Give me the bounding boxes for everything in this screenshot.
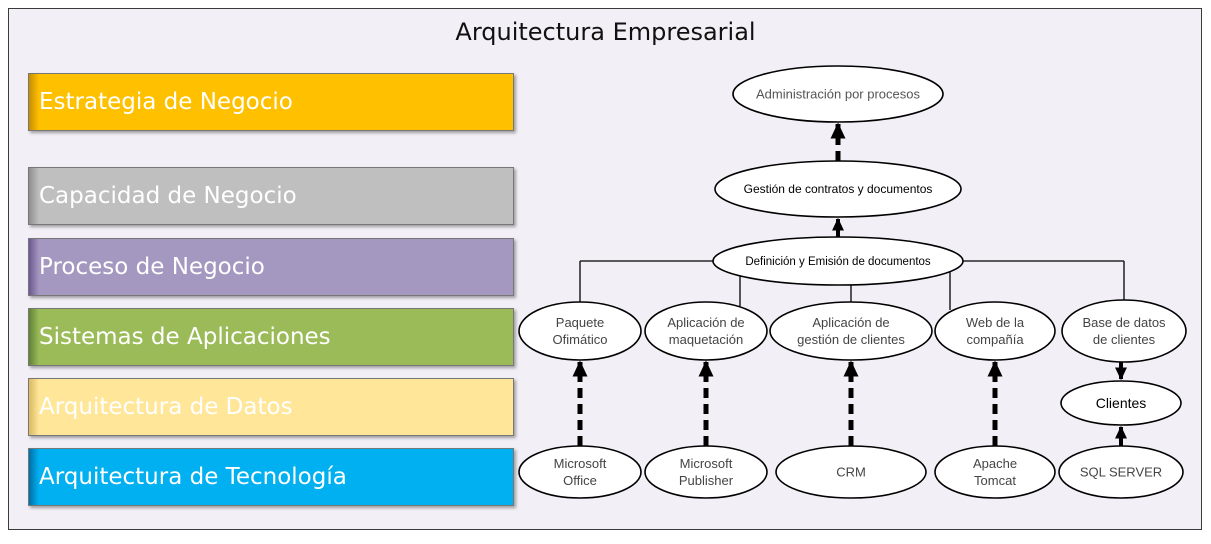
node-shape-tomcat (934, 445, 1056, 499)
layer-sistemas-de-aplicaciones: Sistemas de Aplicaciones (28, 308, 514, 366)
diagram-title: Arquitectura Empresarial (455, 18, 756, 46)
node-sql: SQL SERVER (1058, 445, 1184, 499)
node-label-gestion-clientes: Aplicación de (812, 315, 889, 330)
node-shape-crm (775, 445, 927, 499)
node-shape-sql (1058, 445, 1184, 499)
node-label-base-datos: Base de datos (1082, 315, 1166, 330)
node-web: Web de la compañía (934, 301, 1056, 361)
layer-capacidad-de-negocio: Capacidad de Negocio (28, 167, 514, 225)
node-crm: CRM (775, 445, 927, 499)
node-label-base-datos: de clientes (1093, 332, 1156, 347)
layer-proceso-de-negocio: Proceso de Negocio (28, 238, 514, 296)
node-base-datos: Base de datos de clientes (1061, 299, 1187, 363)
node-shape-base-datos (1061, 299, 1187, 363)
node-gestion: Gestión de contratos y documentos (714, 160, 962, 218)
node-shape-admin (732, 65, 944, 123)
node-label-admin: Administración por procesos (756, 87, 921, 102)
node-shape-paquete (518, 301, 642, 361)
node-label-crm: CRM (836, 465, 866, 480)
node-shape-clientes (1060, 380, 1182, 426)
node-label-office: Office (563, 473, 597, 488)
node-label-maquetacion: maquetación (669, 332, 743, 347)
node-label-maquetacion: Aplicación de (667, 315, 744, 330)
node-label-definicion: Definición y Emisión de documentos (745, 256, 931, 268)
node-label-office: Microsoft (554, 456, 607, 471)
node-shape-office (518, 445, 642, 499)
node-label-paquete: Paquete (556, 315, 604, 330)
node-shape-web (934, 301, 1056, 361)
node-definicion: Definición y Emisión de documentos (712, 236, 964, 286)
layer-arquitectura-de-datos: Arquitectura de Datos (28, 378, 514, 436)
node-label-gestion: Gestión de contratos y documentos (744, 182, 933, 196)
node-label-publisher: Publisher (679, 473, 734, 488)
layer-arquitectura-de-tecnologia: Arquitectura de Tecnología (28, 448, 514, 506)
node-label-sql: SQL SERVER (1080, 465, 1162, 480)
node-label-paquete: Ofimático (553, 332, 608, 347)
node-label-clientes: Clientes (1096, 395, 1147, 411)
node-label-tomcat: Apache (973, 456, 1017, 471)
layer-estrategia-de-negocio: Estrategia de Negocio (28, 73, 514, 131)
node-shape-maquetacion (644, 301, 768, 361)
node-maquetacion: Aplicación de maquetación (644, 301, 768, 361)
node-shape-definicion (712, 236, 964, 286)
node-shape-gestion (714, 160, 962, 218)
node-shape-gestion-clientes (769, 301, 933, 361)
node-clientes: Clientes (1060, 380, 1182, 426)
node-admin: Administración por procesos (732, 65, 944, 123)
node-label-web: compañía (966, 332, 1024, 347)
node-label-web: Web de la (966, 315, 1025, 330)
node-gestion-clientes: Aplicación de gestión de clientes (769, 301, 933, 361)
node-label-publisher: Microsoft (680, 456, 733, 471)
node-label-gestion-clientes: gestión de clientes (797, 332, 905, 347)
node-shape-publisher (644, 445, 768, 499)
node-label-tomcat: Tomcat (974, 473, 1016, 488)
